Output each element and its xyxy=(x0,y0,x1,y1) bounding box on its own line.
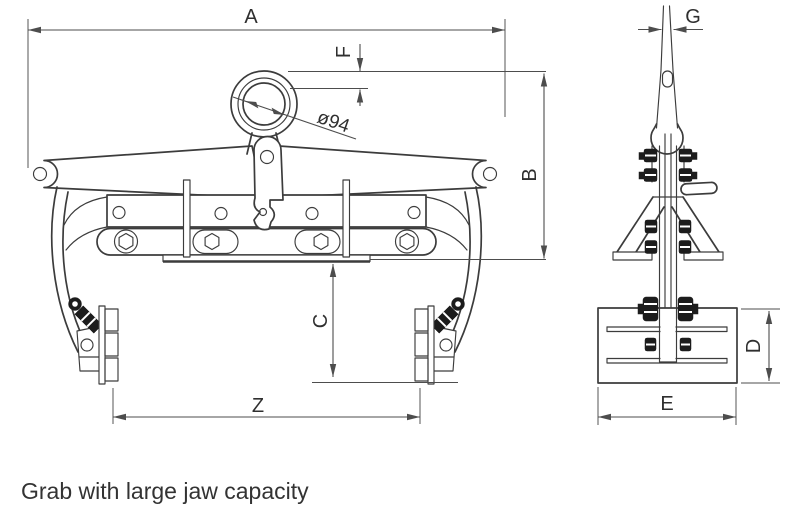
front-view: A F ø94 B C Z xyxy=(27,6,548,424)
bolt-pair-small xyxy=(644,337,692,352)
shackle-slot xyxy=(661,70,674,88)
dim-label-g: G xyxy=(685,6,701,28)
jaw-pad-left xyxy=(98,305,119,385)
dim-label-e: E xyxy=(660,393,673,415)
dim-label-c: C xyxy=(310,314,332,328)
scissor-arms xyxy=(32,145,498,199)
hex-bolt xyxy=(118,232,134,251)
dim-label-d: D xyxy=(743,339,765,353)
dimension-f: F xyxy=(288,44,546,106)
bolt-pair xyxy=(644,219,692,234)
arm-pivot-hole-right xyxy=(482,166,498,182)
dim-label-b: B xyxy=(519,168,541,181)
side-shackle-bar xyxy=(650,5,684,155)
side-clevis-bolts xyxy=(637,148,699,352)
dim-label-a: A xyxy=(244,6,258,28)
dimension-g: G xyxy=(638,6,703,33)
suspension-ring xyxy=(230,70,298,155)
dimension-b: B xyxy=(370,73,548,260)
hanger-strap-right xyxy=(342,179,351,258)
side-support-bracket xyxy=(612,196,724,261)
center-hook-link xyxy=(253,135,284,231)
technical-drawing: A F ø94 B C Z xyxy=(27,5,780,425)
hex-bolt xyxy=(399,232,415,251)
contact-plate xyxy=(162,254,371,263)
hex-bolt xyxy=(313,232,329,251)
side-handle xyxy=(680,181,718,196)
dim-label-f: F xyxy=(333,46,355,58)
caption: Grab with large jaw capacity xyxy=(21,478,309,504)
dimension-a: A xyxy=(27,6,506,168)
toggle-clamp-right xyxy=(427,297,465,372)
bolt-pair xyxy=(638,168,698,182)
hanger-strap-left xyxy=(182,179,191,258)
side-view: G D E xyxy=(597,5,780,425)
dimension-c: C xyxy=(310,264,458,383)
dim-label-diameter: ø94 xyxy=(314,107,352,138)
toggle-clamp-left xyxy=(68,297,106,372)
arm-pivot-hole-left xyxy=(32,166,48,182)
side-pad-plate xyxy=(597,307,738,384)
dim-label-z: Z xyxy=(252,395,264,417)
dimension-z: Z xyxy=(112,388,421,424)
jaw-pad-right xyxy=(414,305,435,385)
dimension-e: E xyxy=(597,387,737,425)
bolt-pair xyxy=(644,240,692,254)
hex-bolt xyxy=(204,232,220,251)
bolt-pair xyxy=(638,148,698,163)
bolt-pair-large xyxy=(637,296,699,322)
dimension-d: D xyxy=(741,308,780,384)
